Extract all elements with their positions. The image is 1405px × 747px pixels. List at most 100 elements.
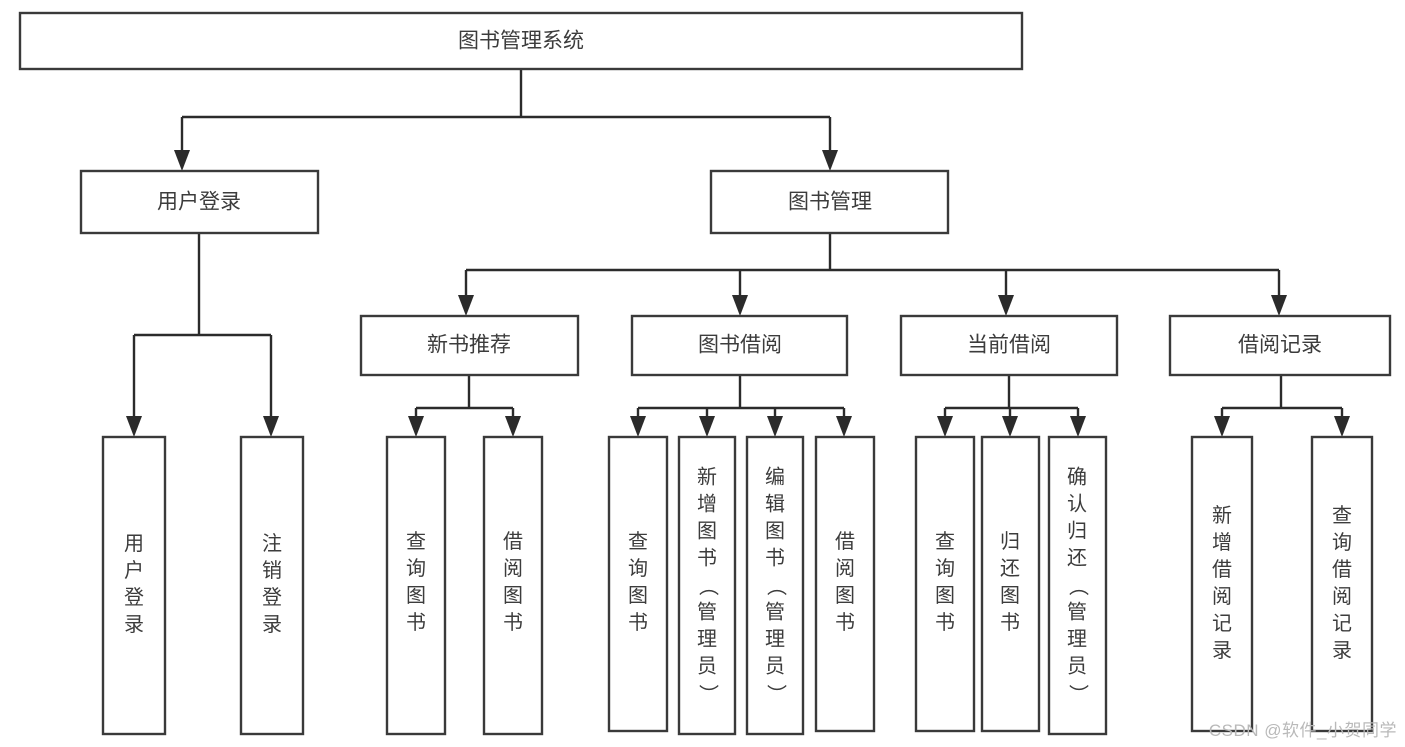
node-leaf-edit-book-box[interactable]: [745, 435, 805, 736]
svg-text:确: 确: [1067, 465, 1087, 488]
arrowhead-leaf-borrow-book-2: [836, 416, 852, 437]
node-leaf-add-book-box[interactable]: [677, 435, 737, 736]
node-leaf-borrow-book-2-box[interactable]: [814, 435, 876, 733]
node-book-management-label: 图书管理: [788, 191, 872, 214]
node-new-book-recommend-box[interactable]: [359, 314, 580, 377]
svg-text:辑: 辑: [765, 492, 785, 515]
svg-text:）: ）: [1067, 684, 1090, 704]
svg-text:阅: 阅: [1212, 585, 1232, 608]
node-book-borrow-label: 图书借阅: [698, 334, 782, 357]
svg-text:借: 借: [503, 530, 523, 553]
arrowhead-leaf-add-record: [1214, 416, 1230, 437]
svg-text:（: （: [765, 576, 788, 596]
svg-text:查: 查: [935, 530, 955, 553]
svg-text:还: 还: [1067, 546, 1087, 569]
node-leaf-borrow-book-1-box[interactable]: [482, 435, 544, 736]
node-leaf-add-record-box[interactable]: [1190, 435, 1254, 733]
svg-text:增: 增: [1212, 531, 1232, 554]
node-user-login[interactable]: 用户登录: [79, 169, 320, 235]
node-root-label: 图书管理系统: [458, 30, 584, 53]
svg-text:图: 图: [503, 585, 523, 607]
svg-text:管: 管: [697, 600, 717, 623]
svg-text:查: 查: [628, 530, 648, 553]
node-new-book-recommend[interactable]: 新书推荐: [359, 314, 580, 377]
arrowhead-leaf-confirm-return: [1070, 416, 1086, 437]
node-borrow-record[interactable]: 借阅记录: [1168, 314, 1392, 377]
node-leaf-user-login-box[interactable]: [101, 435, 167, 736]
svg-text:借: 借: [1332, 558, 1352, 581]
svg-text:录: 录: [1332, 640, 1352, 662]
arrowhead-leaf-borrow-book-1: [505, 416, 521, 437]
svg-text:销: 销: [262, 559, 282, 582]
arrowhead-leaf-query-record: [1334, 416, 1350, 437]
node-borrow-record-box[interactable]: [1168, 314, 1392, 377]
node-current-borrow-label: 当前借阅: [967, 334, 1051, 357]
node-leaf-query-book-1-box[interactable]: [385, 435, 447, 736]
svg-text:理: 理: [697, 628, 717, 650]
node-leaf-query-record-box[interactable]: [1310, 435, 1374, 733]
svg-text:归: 归: [1067, 519, 1087, 542]
node-current-borrow-box[interactable]: [899, 314, 1119, 377]
svg-text:图: 图: [628, 585, 648, 607]
arrowhead-leaf-add-book: [699, 416, 715, 437]
arrowhead-leaf-query-book-3: [937, 416, 953, 437]
connector-layer: [126, 69, 1350, 437]
svg-text:登: 登: [124, 586, 144, 609]
svg-text:借: 借: [1212, 558, 1232, 581]
svg-text:新: 新: [1212, 504, 1232, 527]
node-leaf-query-book-2-box[interactable]: [607, 435, 669, 733]
svg-text:（: （: [1067, 576, 1090, 596]
svg-text:员: 员: [1067, 655, 1087, 677]
node-leaf-return-book-box[interactable]: [980, 435, 1041, 733]
arrowhead-leaf-return-book: [1002, 416, 1018, 437]
node-leaf-user-login[interactable]: 用户登录: [101, 435, 167, 736]
arrowhead-current-borrow: [998, 295, 1014, 316]
node-book-borrow-box[interactable]: [630, 314, 849, 377]
arrowhead-leaf-query-book-1: [408, 416, 424, 437]
node-book-management[interactable]: 图书管理: [709, 169, 950, 235]
node-borrow-record-label: 借阅记录: [1238, 334, 1322, 357]
node-root[interactable]: 图书管理系统: [18, 11, 1024, 71]
node-book-borrow[interactable]: 图书借阅: [630, 314, 849, 377]
svg-text:图: 图: [406, 585, 426, 607]
svg-text:注: 注: [262, 532, 282, 555]
node-root-box[interactable]: [18, 11, 1024, 71]
node-new-book-recommend-label: 新书推荐: [427, 334, 511, 357]
svg-text:图: 图: [935, 585, 955, 607]
svg-text:书: 书: [935, 611, 955, 634]
node-current-borrow[interactable]: 当前借阅: [899, 314, 1119, 377]
arrowhead-new-book: [458, 295, 474, 316]
svg-text:新: 新: [697, 465, 717, 488]
node-user-login-box[interactable]: [79, 169, 320, 235]
svg-text:）: ）: [765, 684, 788, 704]
node-user-login-label: 用户登录: [157, 191, 241, 214]
node-leaf-logout-box[interactable]: [239, 435, 305, 736]
arrowhead-leaf-user-login: [126, 416, 142, 437]
svg-text:查: 查: [1332, 504, 1352, 527]
arrowhead-book-mgmt: [822, 150, 838, 171]
svg-text:询: 询: [628, 557, 648, 580]
svg-text:）: ）: [697, 684, 720, 704]
node-leaf-confirm-return-box[interactable]: [1047, 435, 1108, 736]
svg-text:记: 记: [1212, 612, 1232, 635]
node-book-management-box[interactable]: [709, 169, 950, 235]
node-leaf-query-book-3-box[interactable]: [914, 435, 976, 733]
